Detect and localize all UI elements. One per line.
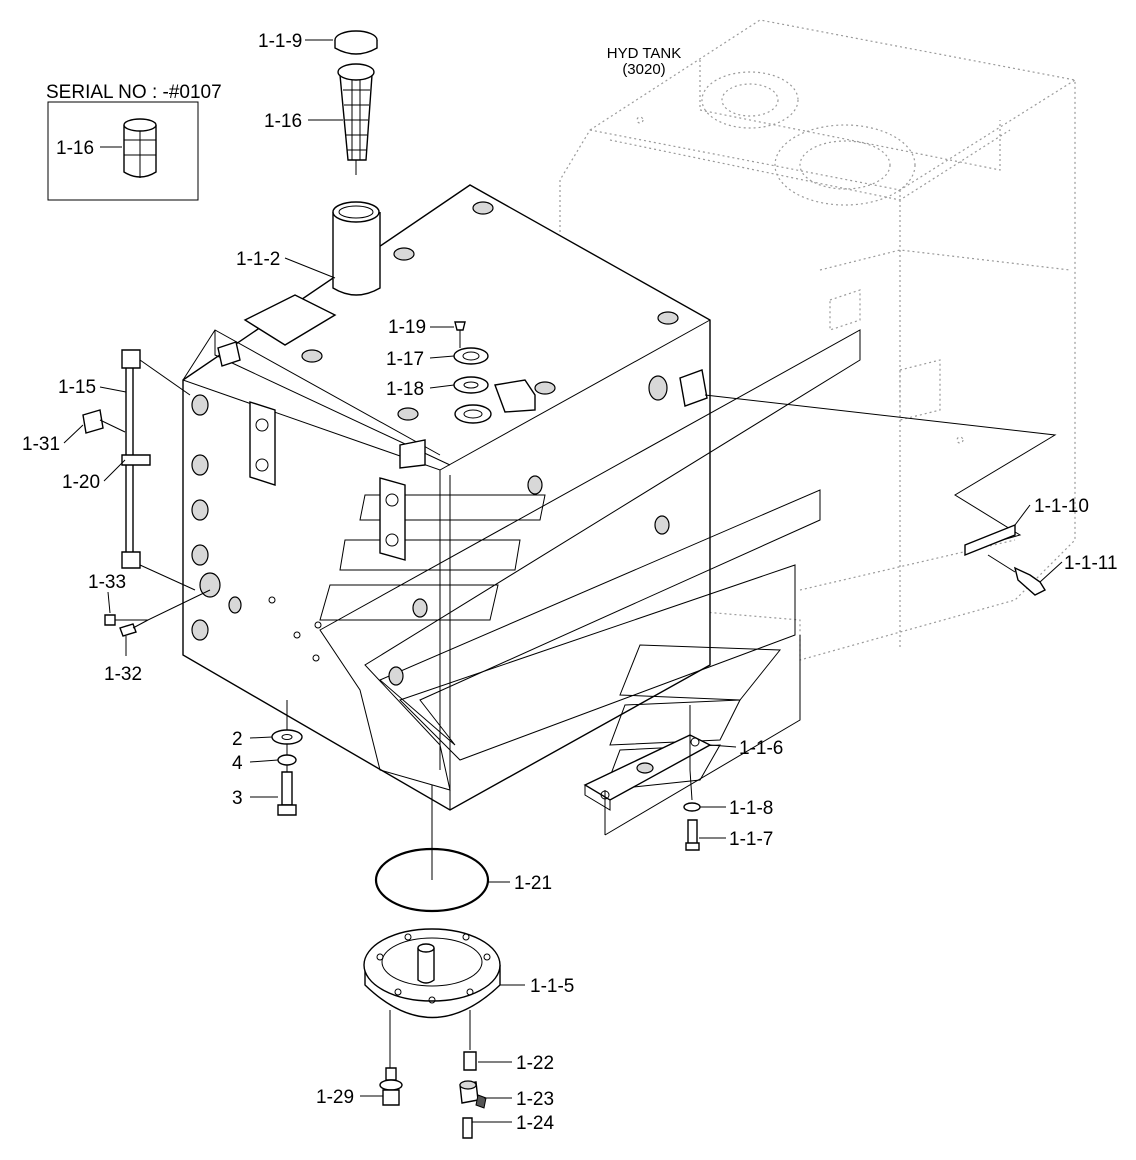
bracket-1-1-10 (704, 394, 1057, 596)
label-1-18: 1-18 (386, 379, 424, 400)
tank-body (182, 184, 861, 811)
internal-baffle-guide (319, 329, 861, 791)
side-ports (191, 394, 670, 686)
drain-fittings (379, 1010, 487, 1139)
o-ring-1-21 (374, 785, 490, 913)
label-1-17: 1-17 (386, 349, 424, 370)
label-1-1-7: 1-1-7 (729, 829, 773, 850)
label-1-23: 1-23 (516, 1089, 554, 1110)
fittings-1-33-1-32 (104, 589, 211, 637)
cap-1-1-9 (334, 30, 378, 55)
label-2: 2 (232, 729, 243, 750)
serial-note: SERIAL NO : -#0107 (46, 82, 222, 103)
label-1-33: 1-33 (88, 572, 126, 593)
label-1-1-10: 1-1-10 (1034, 496, 1089, 517)
label-1-22: 1-22 (516, 1053, 554, 1074)
label-1-16-top: 1-16 (264, 111, 302, 132)
label-1-1-8: 1-1-8 (729, 798, 773, 819)
label-1-1-2: 1-1-2 (236, 249, 280, 270)
filler-neck (332, 201, 381, 296)
label-1-16-box: 1-16 (56, 138, 94, 159)
label-1-20: 1-20 (62, 472, 100, 493)
label-1-1-11: 1-1-11 (1064, 553, 1118, 574)
serial-box (47, 101, 199, 201)
reference-hyd-tank-outline (559, 19, 1076, 661)
label-1-1-5: 1-1-5 (530, 976, 574, 997)
reference-title: HYD TANK (607, 45, 681, 62)
label-1-19: 1-19 (388, 317, 426, 338)
breather-stack (453, 321, 492, 424)
label-1-1-6: 1-1-6 (739, 738, 783, 759)
cover-1-1-5 (363, 928, 501, 1019)
reference-code: (3020) (622, 61, 665, 78)
strainer-1-16 (337, 63, 375, 175)
label-4: 4 (232, 753, 243, 774)
label-1-21: 1-21 (514, 873, 552, 894)
label-1-32: 1-32 (104, 664, 142, 685)
label-1-24: 1-24 (516, 1113, 554, 1134)
label-1-31: 1-31 (22, 434, 60, 455)
leader-lines (63, 39, 1063, 1123)
label-3: 3 (232, 788, 243, 809)
label-1-15: 1-15 (58, 377, 96, 398)
label-1-29: 1-29 (316, 1087, 354, 1108)
label-1-1-9: 1-1-9 (258, 31, 302, 52)
strainer-small-icon (123, 118, 157, 178)
level-gauge-1-15 (82, 349, 196, 591)
labels: HYD TANK (3020) SERIAL NO : -#0107 1-1-9… (22, 31, 1118, 1134)
